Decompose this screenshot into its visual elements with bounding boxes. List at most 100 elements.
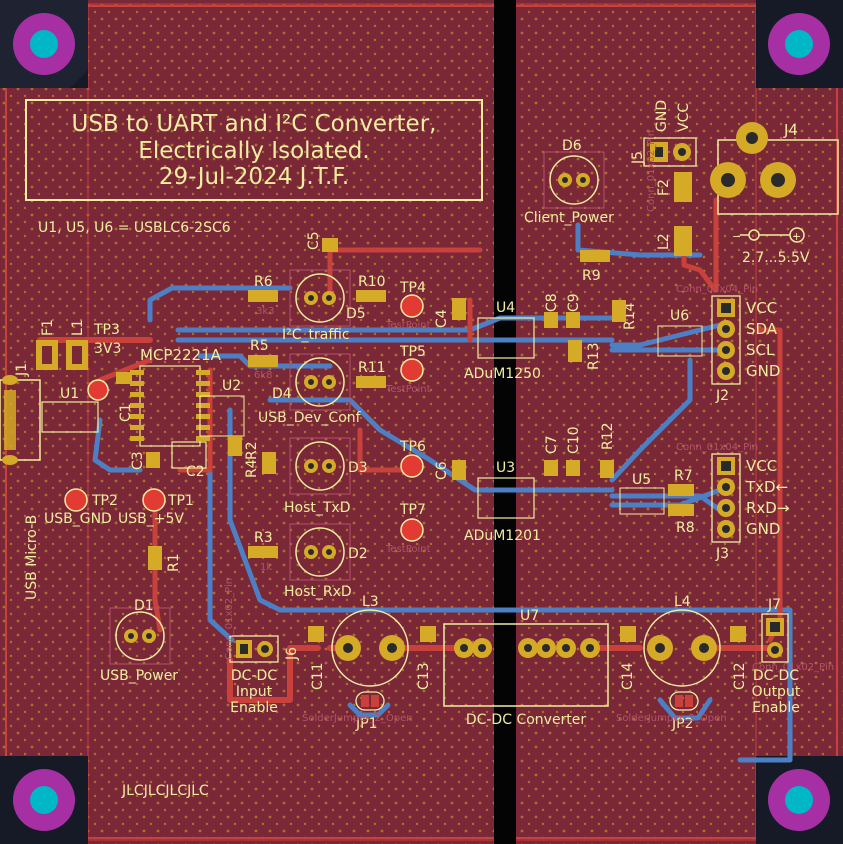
label-c12: C12 bbox=[732, 662, 748, 690]
label-f2: F2 bbox=[656, 179, 672, 196]
fab-conn-j2: Conn_01x04_Pin bbox=[676, 284, 758, 295]
label-r8: R8 bbox=[676, 520, 695, 536]
j2-pin-label: SCL bbox=[746, 341, 775, 359]
label-r5: R5 bbox=[250, 338, 269, 354]
cap-c9 bbox=[566, 312, 580, 328]
cap-c7 bbox=[544, 460, 558, 476]
j3-pin-label: TxD← bbox=[745, 478, 788, 496]
res-r13 bbox=[568, 340, 582, 362]
ic-pin bbox=[196, 370, 210, 375]
label-r1: R1 bbox=[166, 553, 182, 572]
label-usb-power: USB_Power bbox=[100, 668, 178, 684]
label-j1: J1 bbox=[14, 363, 30, 377]
res-r6 bbox=[248, 290, 278, 302]
ic-pin bbox=[130, 403, 144, 408]
label-host-rxd: Host_RxD bbox=[284, 584, 352, 600]
ic-pin bbox=[196, 436, 210, 441]
cap-c2 bbox=[171, 441, 207, 469]
title-box bbox=[25, 99, 483, 201]
fab-conn-j3: Conn_01x04_Pin bbox=[676, 442, 758, 453]
label-r4: R4 bbox=[244, 459, 260, 478]
label-u5: U5 bbox=[632, 472, 651, 488]
ic-pin bbox=[196, 392, 210, 397]
label-c9: C9 bbox=[566, 293, 582, 312]
label-c14: C14 bbox=[620, 662, 636, 690]
ic-pin bbox=[130, 381, 144, 386]
cap-c1 bbox=[116, 372, 132, 384]
j3-pin-label: GND bbox=[746, 520, 780, 538]
label-usb-5v: USB_+5V bbox=[118, 511, 184, 527]
test-point-tp6 bbox=[400, 454, 424, 478]
res-r2 bbox=[228, 436, 242, 456]
title-line-3: 29-Jul-2024 J.T.F. bbox=[159, 164, 349, 190]
res-r1 bbox=[148, 546, 162, 570]
cap-c13 bbox=[420, 626, 436, 642]
test-point-tp7 bbox=[400, 518, 424, 542]
mount-hole-br bbox=[756, 756, 843, 844]
label-dcdc-in-2: Input bbox=[236, 684, 273, 700]
label-d3: D3 bbox=[348, 460, 368, 476]
label-j6: J6 bbox=[284, 647, 300, 661]
label-usb-dev-conf: USB_Dev_Conf bbox=[258, 410, 362, 426]
label-c13: C13 bbox=[416, 662, 432, 690]
label-j4: J4 bbox=[783, 121, 798, 139]
label-dcdc-in-1: DC-DC bbox=[231, 668, 277, 684]
label-d1: D1 bbox=[134, 598, 154, 614]
cap-c14 bbox=[620, 626, 636, 642]
traces-bottom bbox=[92, 222, 793, 763]
label-tp4: TP4 bbox=[399, 280, 426, 296]
ic-u2 bbox=[199, 395, 245, 437]
res-r7 bbox=[668, 484, 694, 496]
j3-pin-label: VCC bbox=[746, 457, 777, 475]
dcdc-module-u7 bbox=[443, 623, 609, 707]
inductor-l1 bbox=[66, 340, 88, 370]
isolation-slot bbox=[494, 0, 516, 844]
label-dcdc-out-1: DC-DC bbox=[753, 668, 799, 684]
svg-text:+: + bbox=[792, 230, 801, 243]
res-r12 bbox=[600, 460, 614, 478]
res-r10 bbox=[356, 290, 386, 302]
label-c3: C3 bbox=[130, 451, 146, 470]
mount-hole-bl bbox=[0, 756, 88, 844]
inductor-l4 bbox=[643, 609, 721, 687]
j2-pin-label: VCC bbox=[746, 299, 777, 317]
svg-text:−: − bbox=[732, 230, 741, 243]
label-c7: C7 bbox=[544, 435, 560, 454]
fab-conn-j6: Conn_01x02_Pin bbox=[224, 578, 235, 660]
label-c6: C6 bbox=[434, 461, 450, 480]
label-j5-gnd: GND bbox=[654, 100, 670, 132]
res-r14 bbox=[612, 300, 626, 322]
res-r4 bbox=[262, 452, 276, 474]
label-r2: R2 bbox=[244, 441, 260, 460]
label-j7: J7 bbox=[767, 597, 781, 613]
fuse-f2 bbox=[674, 172, 692, 202]
label-dcdc-out-3: Enable bbox=[752, 700, 800, 716]
res-r3 bbox=[248, 546, 278, 558]
fab-testpoint-2: TestPoint bbox=[385, 384, 431, 395]
label-j3: J3 bbox=[715, 546, 729, 562]
r6-value: 3k3 bbox=[256, 306, 275, 317]
label-d6: D6 bbox=[562, 138, 582, 154]
label-r12: R12 bbox=[600, 422, 616, 450]
label-d4: D4 bbox=[272, 386, 292, 402]
ic-pin bbox=[196, 425, 210, 430]
label-mcp2221a: MCP2221A bbox=[140, 346, 222, 364]
label-d5: D5 bbox=[346, 306, 366, 322]
label-r13: R13 bbox=[586, 342, 602, 370]
label-tp1: TP1 bbox=[167, 493, 194, 509]
led-d5 bbox=[289, 269, 351, 327]
label-c10: C10 bbox=[566, 426, 582, 454]
label-3v3: 3V3 bbox=[94, 341, 121, 357]
board-note: U1, U5, U6 = USBLC6-2SC6 bbox=[38, 220, 231, 236]
label-r10: R10 bbox=[358, 274, 386, 290]
test-point-tp5 bbox=[400, 358, 424, 382]
cap-c10 bbox=[566, 460, 580, 476]
cap-c4 bbox=[452, 298, 466, 320]
ic-pin bbox=[196, 414, 210, 419]
title-line-2: Electrically Isolated. bbox=[138, 138, 369, 164]
label-tp5: TP5 bbox=[399, 344, 426, 360]
ic-pin bbox=[130, 392, 144, 397]
label-j2: J2 bbox=[715, 388, 729, 404]
label-r3: R3 bbox=[254, 530, 273, 546]
